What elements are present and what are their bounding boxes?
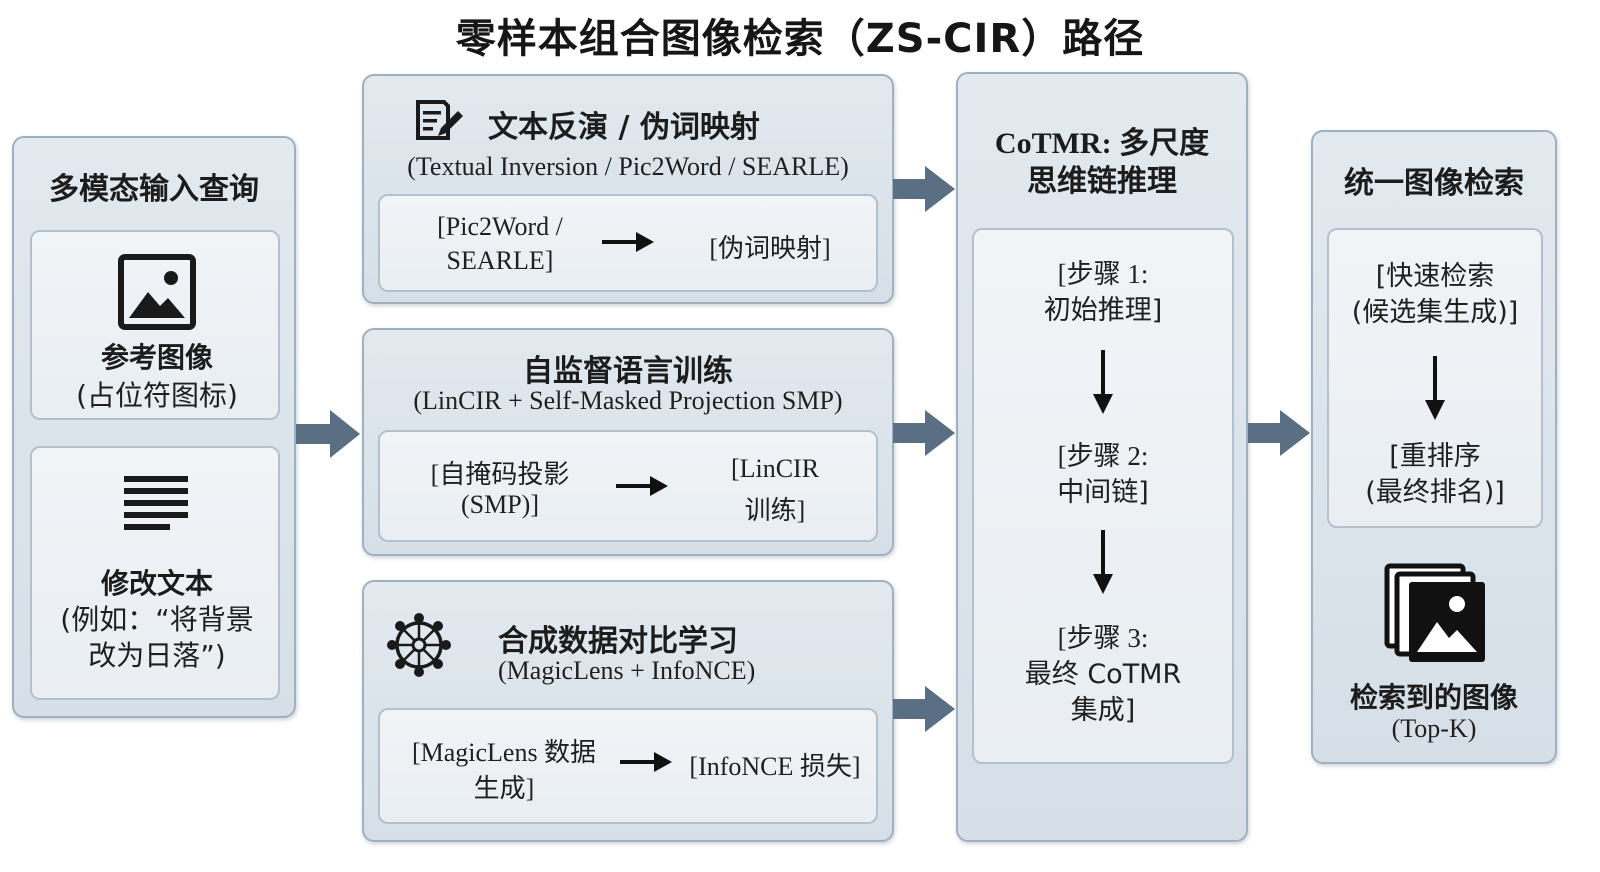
- text-lines-icon: [124, 476, 188, 530]
- method-2-from-line1: [自掩码投影: [430, 460, 570, 489]
- fast-retrieval-line2: (候选集生成)]: [1351, 297, 1519, 328]
- fast-to-rerank-arrow: [1425, 356, 1445, 420]
- step-3-line1: [步骤 3:: [1057, 623, 1149, 653]
- method-3-from-line2: 生成]: [473, 774, 535, 803]
- fast-retrieval-line1: [快速检索: [1375, 261, 1495, 292]
- reference-image-sub: (占位符图标): [76, 379, 238, 412]
- modification-text-label: 修改文本: [100, 567, 213, 600]
- method-1-title: 文本反演 / 伪词映射: [488, 110, 760, 145]
- method-3-to-line1: [InfoNCE 损失]: [689, 752, 861, 781]
- network-icon: [387, 613, 451, 677]
- input-heading: 多模态输入查询: [49, 172, 259, 207]
- step-3-line2: 最终 CoTMR: [1024, 659, 1182, 690]
- method-1-to-line1: [伪词映射]: [709, 234, 831, 263]
- method-panel-1: 文本反演 / 伪词映射 (Textual Inversion / Pic2Wor…: [362, 74, 894, 304]
- modification-text-sub-1: (例如：“将背景: [60, 603, 254, 636]
- method-3-flow-box: [MagicLens 数据 生成] [InfoNCE 损失]: [378, 708, 878, 824]
- method-2-to-line2: 训练]: [744, 496, 806, 525]
- modification-text-sub-2: 改为日落”): [88, 639, 226, 672]
- diagram-title: 零样本组合图像检索（ZS-CIR）路径: [455, 16, 1145, 62]
- step-2-line2: 中间链]: [1057, 477, 1149, 508]
- rerank-line1: [重排序: [1389, 441, 1481, 472]
- method-2-to-line1: [LinCIR: [730, 454, 820, 483]
- retrieval-panel: 统一图像检索 [快速检索 (候选集生成)] [重排序 (最终排名)] 检索到的图…: [1311, 130, 1557, 764]
- retrieved-images-sub: (Top-K): [1391, 714, 1477, 743]
- method-1-subtitle: (Textual Inversion / Pic2Word / SEARLE): [407, 152, 849, 181]
- cotmr-steps-box: [步骤 1: 初始推理] [步骤 2: 中间链] [步骤 3: 最终 CoTMR…: [972, 228, 1234, 764]
- step-1-line1: [步骤 1:: [1057, 259, 1149, 289]
- step-2-to-3-arrow: [1093, 530, 1113, 594]
- arrow-cotmr-to-retrieval: [1248, 410, 1310, 456]
- arrow-method1-to-cotmr: [893, 166, 955, 212]
- method-2-arrow: [616, 476, 668, 496]
- method-3-arrow: [620, 752, 672, 772]
- retrieval-steps-box: [快速检索 (候选集生成)] [重排序 (最终排名)]: [1327, 228, 1543, 528]
- method-3-subtitle: (MagicLens + InfoNCE): [498, 656, 756, 685]
- method-panel-3: 合成数据对比学习 (MagicLens + InfoNCE) [MagicLen…: [362, 580, 894, 842]
- step-3-line3: 集成]: [1070, 695, 1136, 726]
- edit-document-icon: [416, 100, 463, 140]
- step-1-to-2-arrow: [1093, 350, 1113, 414]
- step-2-line1: [步骤 2:: [1057, 441, 1149, 471]
- method-1-arrow: [602, 232, 654, 252]
- method-3-title: 合成数据对比学习: [498, 624, 738, 659]
- cotmr-title-line1: CoTMR: 多尺度: [994, 127, 1210, 160]
- input-panel: 多模态输入查询 参考图像 (占位符图标) 修改文本 (例如：“将背景 改为日落”…: [12, 136, 296, 718]
- arrow-method3-to-cotmr: [893, 686, 955, 732]
- arrow-method2-to-cotmr: [893, 410, 955, 456]
- method-2-flow-box: [自掩码投影 (SMP)] [LinCIR 训练]: [378, 430, 878, 542]
- rerank-line2: (最终排名)]: [1365, 477, 1505, 508]
- arrow-input-to-methods: [296, 410, 360, 458]
- cotmr-panel: CoTMR: 多尺度 思维链推理 [步骤 1: 初始推理] [步骤 2: 中间链…: [956, 72, 1248, 842]
- method-1-flow-box: [Pic2Word / SEARLE] [伪词映射]: [378, 194, 878, 292]
- method-2-from-line2: (SMP)]: [460, 490, 539, 519]
- method-1-from-line1: [Pic2Word /: [437, 212, 563, 241]
- method-3-from-line1: [MagicLens 数据: [411, 738, 597, 767]
- method-1-from-line2: SEARLE]: [446, 246, 554, 275]
- stacked-images-icon: [1384, 563, 1485, 662]
- method-panel-2: 自监督语言训练 (LinCIR + Self-Masked Projection…: [362, 328, 894, 556]
- method-2-title: 自监督语言训练: [523, 354, 733, 389]
- method-2-subtitle: (LinCIR + Self-Masked Projection SMP): [413, 386, 843, 415]
- reference-image-box: 参考图像 (占位符图标): [30, 230, 280, 420]
- image-icon: [118, 254, 196, 330]
- retrieval-heading: 统一图像检索: [1344, 166, 1524, 201]
- reference-image-label: 参考图像: [100, 341, 213, 374]
- modification-text-box: 修改文本 (例如：“将背景 改为日落”): [30, 446, 280, 700]
- retrieved-images-label: 检索到的图像: [1349, 681, 1518, 714]
- cotmr-title-line2: 思维链推理: [1027, 164, 1177, 199]
- step-1-line2: 初始推理]: [1043, 295, 1163, 326]
